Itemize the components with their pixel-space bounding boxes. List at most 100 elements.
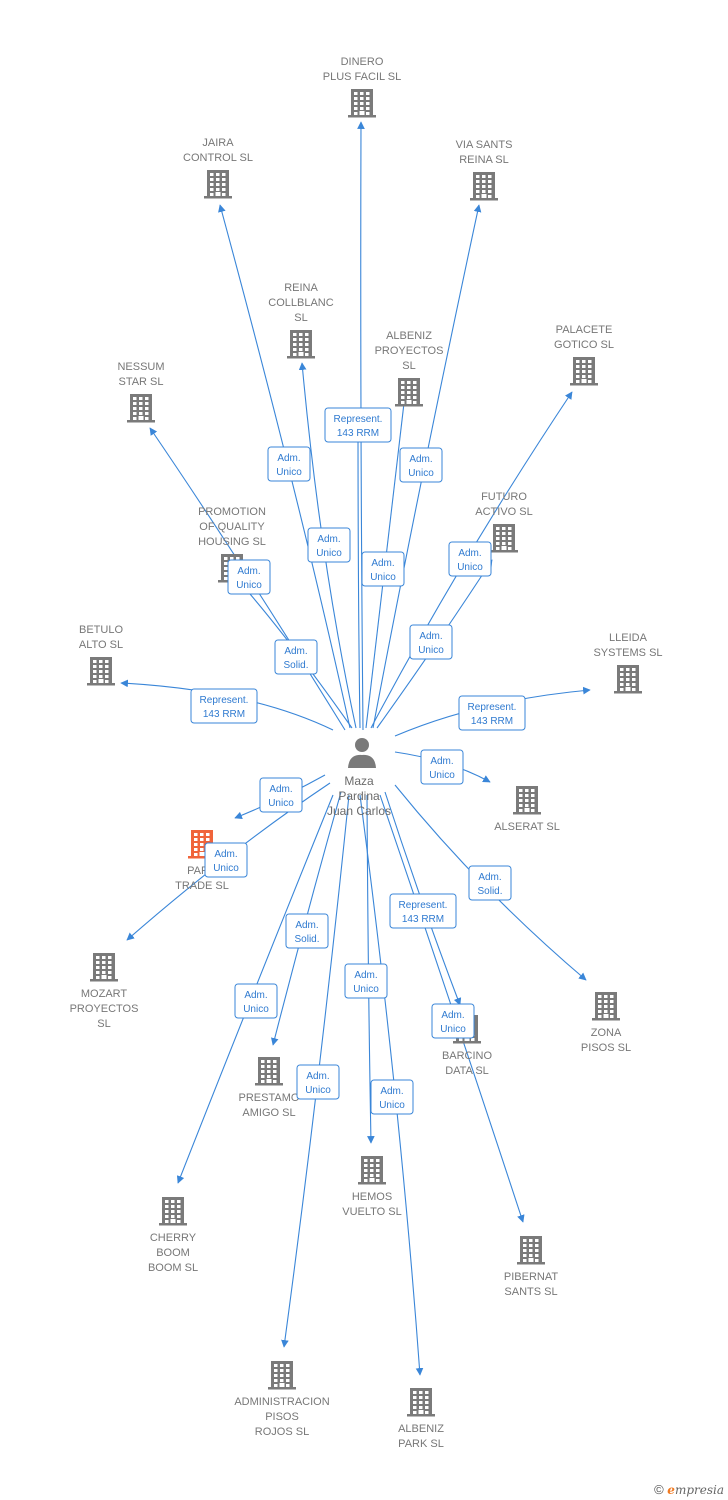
company-label: PROMOTION bbox=[198, 506, 266, 518]
brand-logo: empresia bbox=[667, 1483, 724, 1497]
company-label: SYSTEMS SL bbox=[593, 647, 662, 659]
edge-label-text: Unico bbox=[268, 798, 294, 809]
company-label: PRESTAMO bbox=[239, 1092, 300, 1104]
edge-label-text: Adm. bbox=[419, 631, 442, 642]
edge-label-nessum[interactable]: Adm.Unico bbox=[227, 559, 271, 595]
edge-label-text: Unico bbox=[243, 1004, 269, 1015]
building-icon bbox=[570, 357, 598, 386]
edge-label-viasants[interactable]: Adm.Unico bbox=[399, 447, 443, 483]
company-label: MOZART bbox=[81, 988, 128, 1000]
edge-label-text: Adm. bbox=[269, 784, 292, 795]
edge-label-text: Adm. bbox=[277, 453, 300, 464]
company-label: PROYECTOS bbox=[375, 345, 444, 357]
edge-label-betulo[interactable]: Represent.143 RRM bbox=[190, 688, 258, 724]
company-node-alserat[interactable]: ALSERAT SL bbox=[494, 786, 560, 833]
company-label: SL bbox=[402, 360, 415, 372]
edge-label-text: Unico bbox=[353, 984, 379, 995]
building-icon bbox=[513, 786, 541, 815]
company-label: HOUSING SL bbox=[198, 536, 266, 548]
building-icon bbox=[127, 394, 155, 423]
edge-label-barcino[interactable]: Represent.143 RRM bbox=[389, 893, 457, 929]
edge-label-prestamo[interactable]: Adm.Solid. bbox=[285, 913, 329, 949]
edge-label-futuro[interactable]: Adm. Unico bbox=[409, 624, 453, 660]
edge-label-reina[interactable]: Adm. Unico bbox=[307, 527, 351, 563]
edge-label-jaira[interactable]: Adm.Unico bbox=[267, 446, 311, 482]
edge-label-text: Adm. bbox=[317, 534, 340, 545]
edge-label-text: Represent. bbox=[200, 695, 249, 706]
edge-label-mozart[interactable]: Adm.Unico bbox=[204, 842, 248, 878]
edge-label-text: Unico bbox=[408, 468, 434, 479]
edge-label-text: Represent. bbox=[334, 414, 383, 425]
edge-label-alserat[interactable]: Adm.Unico bbox=[420, 749, 464, 785]
edge-label-hemos[interactable]: Adm. Unico bbox=[344, 963, 388, 999]
edge-label-text: 143 RRM bbox=[402, 914, 444, 925]
edge-label-text: Adm. bbox=[430, 756, 453, 767]
edge-dinero bbox=[354, 409, 362, 729]
company-label: FUTURO bbox=[481, 491, 527, 503]
edge-label-palacete[interactable]: Adm.Unico bbox=[448, 541, 492, 577]
edge-label-text: Unico bbox=[236, 580, 262, 591]
building-icon bbox=[614, 665, 642, 694]
company-label: ALBENIZ bbox=[398, 1423, 444, 1435]
edge-label-text: Unico bbox=[440, 1024, 466, 1035]
company-label: OF QUALITY bbox=[199, 521, 265, 533]
edge-label-albenizpark[interactable]: Adm.Unico bbox=[370, 1079, 414, 1115]
edge-label-pibernat[interactable]: Adm. Unico bbox=[431, 1003, 475, 1039]
edge-label-lleida[interactable]: Represent.143 RRM bbox=[458, 695, 526, 731]
edge-label-text: Unico bbox=[418, 645, 444, 656]
building-icon bbox=[255, 1057, 283, 1086]
edge-label-parc[interactable]: Adm. Unico bbox=[259, 777, 303, 813]
edge-label-text: Adm. bbox=[441, 1010, 464, 1021]
company-label: BETULO bbox=[79, 624, 123, 636]
building-icon bbox=[348, 89, 376, 118]
edge-label-dinero[interactable]: Represent.143 RRM bbox=[324, 407, 392, 443]
edge-label-promotion[interactable]: Adm.Solid. bbox=[274, 639, 318, 675]
company-label: COLLBLANC bbox=[268, 297, 333, 309]
company-label: PISOS bbox=[265, 1411, 299, 1423]
building-icon bbox=[204, 170, 232, 199]
building-icon bbox=[490, 524, 518, 553]
building-icon bbox=[358, 1156, 386, 1185]
edges-layer bbox=[120, 121, 591, 1376]
company-label: BARCINO bbox=[442, 1050, 493, 1062]
building-icon bbox=[517, 1236, 545, 1265]
company-label: PROYECTOS bbox=[70, 1003, 139, 1015]
company-label: CHERRY bbox=[150, 1232, 197, 1244]
edge-label-text: Unico bbox=[379, 1100, 405, 1111]
edge-label-text: Adm. bbox=[244, 990, 267, 1001]
edge-label-zona[interactable]: Adm.Solid. bbox=[468, 865, 512, 901]
edge-label-text: Unico bbox=[457, 562, 483, 573]
company-label: ALSERAT SL bbox=[494, 821, 560, 833]
building-icon bbox=[87, 657, 115, 686]
edge-label-albenizproy[interactable]: Adm.Unico bbox=[361, 551, 405, 587]
edge-label-text: Solid. bbox=[283, 660, 308, 671]
company-label: PALACETE bbox=[556, 324, 613, 336]
edge-label-admin[interactable]: Adm.Unico bbox=[296, 1064, 340, 1100]
edge-label-cherry[interactable]: Adm. Unico bbox=[234, 983, 278, 1019]
edge-label-text: Unico bbox=[213, 863, 239, 874]
edge-label-text: Unico bbox=[316, 548, 342, 559]
edge-label-text: Adm. bbox=[354, 970, 377, 981]
company-label: REINA bbox=[284, 282, 318, 294]
company-label: NESSUM bbox=[117, 361, 164, 373]
